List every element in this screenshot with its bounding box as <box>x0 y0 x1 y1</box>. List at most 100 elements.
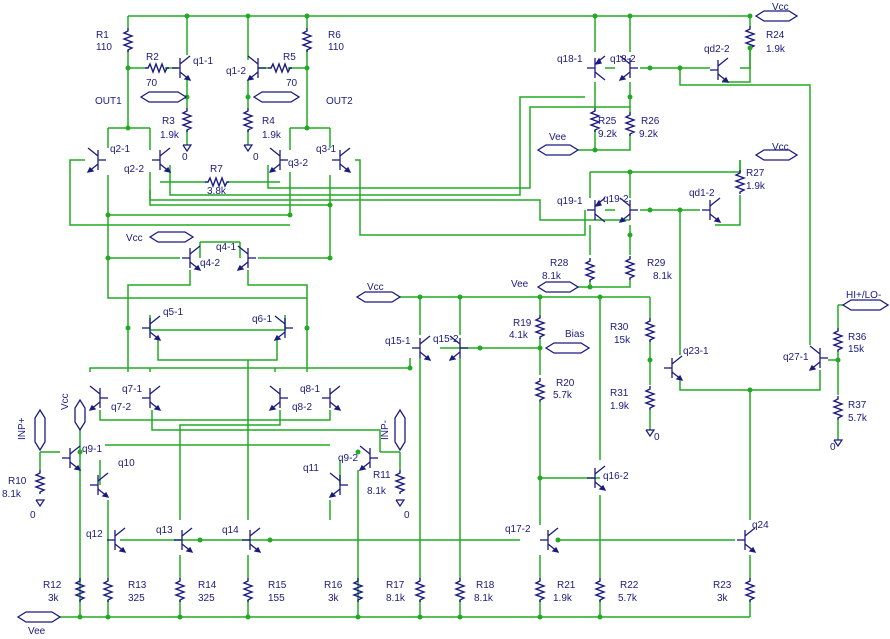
transistor-q2-1 <box>87 147 107 173</box>
label-q2-1: q2-1 <box>110 144 130 155</box>
resistor-r26 <box>625 111 635 137</box>
resistor-r23 <box>745 577 755 603</box>
transistor-q4-2 <box>181 245 201 271</box>
transistor-q8-2 <box>269 385 289 411</box>
resistor-r4 <box>243 107 253 133</box>
label-q4-1: q4-1 <box>216 242 236 253</box>
transistor-q9-2 <box>359 445 379 471</box>
label-q9-2: q9-2 <box>338 453 358 464</box>
transistor-q3-2 <box>269 147 289 173</box>
label-r36: R36 <box>848 332 867 343</box>
label-q17-2: q17-2 <box>505 524 531 535</box>
resistor-r18 <box>455 577 465 603</box>
label-r11: R11 <box>373 470 391 481</box>
resistor-r28 <box>585 257 595 283</box>
label-q11: q11 <box>303 463 319 474</box>
label-r10: R10 <box>8 476 27 487</box>
label-q10: q10 <box>118 458 135 469</box>
value-r16: 3k <box>328 593 340 604</box>
resistor-r13 <box>103 577 113 603</box>
label-r4: R4 <box>262 116 275 127</box>
label-q3-2: q3-2 <box>288 158 308 169</box>
value-r19: 4.1k <box>509 330 529 341</box>
label-r5: R5 <box>283 52 296 63</box>
value-r29: 8.1k <box>653 271 673 282</box>
label-hi-lo: HI+/LO- <box>846 290 881 301</box>
label-r14: R14 <box>198 580 217 591</box>
value-r37: 5.7k <box>848 413 868 424</box>
value-r5: 70 <box>286 78 298 89</box>
resistor-r27 <box>735 169 745 195</box>
transistor-q2-2 <box>151 147 171 173</box>
label-q13: q13 <box>156 525 173 536</box>
resistor-r22 <box>595 577 605 603</box>
transistor-q8-1 <box>321 385 341 411</box>
value-r6: 110 <box>328 42 344 53</box>
transistor-q7-2 <box>89 385 109 411</box>
resistor-r21 <box>535 577 545 603</box>
resistor-r15 <box>243 577 253 603</box>
value-r18: 8.1k <box>474 593 494 604</box>
value-r36: 15k <box>848 344 865 355</box>
transistor-qd2-2 <box>709 57 729 83</box>
wires <box>39 15 858 618</box>
label-ground: 0 <box>30 510 36 521</box>
ground-icon <box>35 499 46 508</box>
transistor-q23-1 <box>663 355 683 381</box>
port-bias <box>544 342 591 354</box>
resistor-r7 <box>204 177 230 187</box>
resistor-r3 <box>182 107 192 133</box>
resistor-r20 <box>535 377 545 403</box>
label-q2-2: q2-2 <box>124 164 144 175</box>
ground-icon <box>182 144 193 153</box>
ground-icon <box>833 439 844 448</box>
value-r7: 3.8k <box>207 186 227 197</box>
label-r29: R29 <box>647 258 666 269</box>
label-r12: R12 <box>43 580 62 591</box>
port-vcc-top <box>754 10 799 22</box>
value-r23: 3k <box>717 593 729 604</box>
value-r14: 325 <box>198 593 215 604</box>
resistor-r14 <box>175 577 185 603</box>
label-q7-2: q7-2 <box>111 402 131 413</box>
transistor-q7-1 <box>141 385 161 411</box>
value-r13: 325 <box>128 593 145 604</box>
value-r12: 3k <box>48 593 60 604</box>
label-out2: OUT2 <box>326 96 353 107</box>
resistor-r29 <box>625 255 635 281</box>
transistor-q17-2 <box>539 527 559 553</box>
label-q19-1: q19-1 <box>557 196 583 207</box>
label-r16: R16 <box>324 580 343 591</box>
port-inp-minus <box>394 408 406 452</box>
transistor-qd1-2 <box>701 197 721 223</box>
label-r27: R27 <box>746 168 765 179</box>
label-q3-1: q3-1 <box>316 144 336 155</box>
ground-icon <box>243 144 254 153</box>
transistor-q10 <box>89 472 109 498</box>
label-r3: R3 <box>162 116 175 127</box>
value-r20: 5.7k <box>553 390 573 401</box>
label-r2: R2 <box>146 52 159 63</box>
label-r20: R20 <box>556 378 575 389</box>
label-q9-1: q9-1 <box>82 444 102 455</box>
value-r28: 8.1k <box>542 271 562 282</box>
label-q5-1: q5-1 <box>163 307 183 318</box>
label-q27-1: q27-1 <box>783 352 809 363</box>
label-r31: R31 <box>610 388 629 399</box>
label-inp-plus: INP+ <box>17 417 28 440</box>
label-vcc-left: Vcc <box>60 393 71 410</box>
label-r28: R28 <box>550 258 569 269</box>
label-q18-1: q18-1 <box>557 54 583 65</box>
port-inp-plus <box>34 408 46 452</box>
transistor-q9-1 <box>61 445 81 471</box>
label-ground: 0 <box>253 152 259 163</box>
label-ground: 0 <box>654 432 660 443</box>
transistor-q6-1 <box>274 315 294 341</box>
label-r13: R13 <box>128 580 147 591</box>
label-vee-r28: Vee <box>511 279 529 290</box>
label-q19-2: q19-2 <box>603 194 629 205</box>
label-r26: R26 <box>641 116 660 127</box>
transistor-q5-1 <box>141 315 161 341</box>
grounds <box>35 144 844 508</box>
